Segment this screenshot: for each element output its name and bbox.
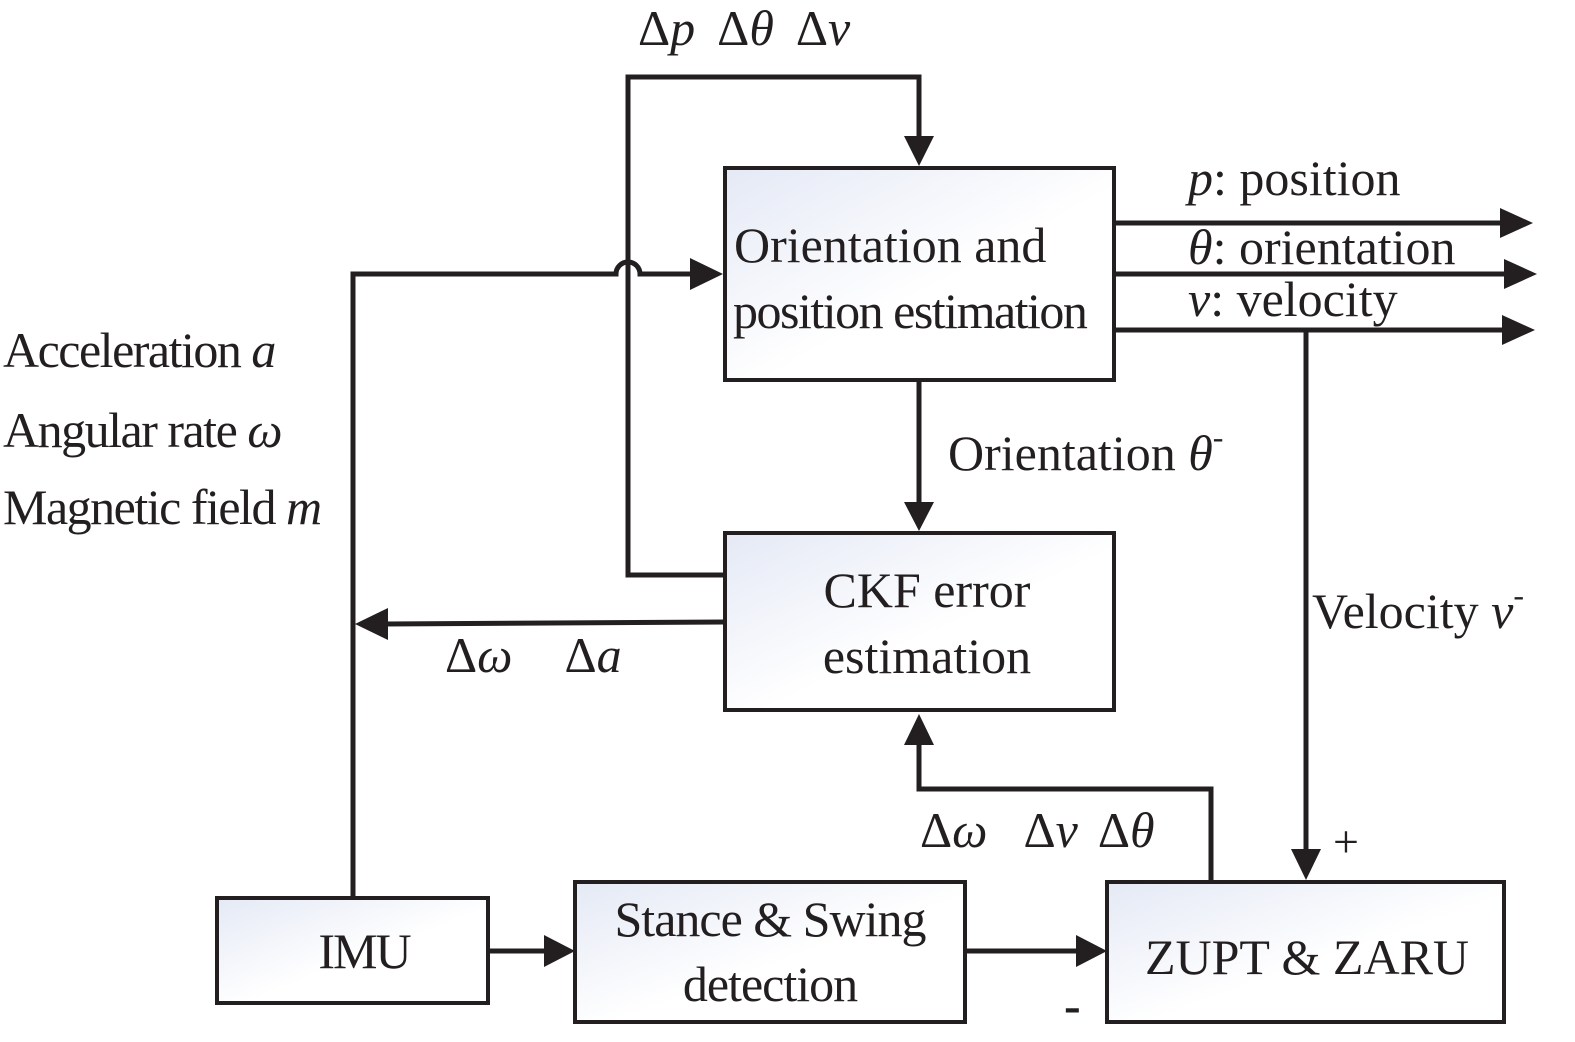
arrowhead-up-ckf [904,714,934,745]
arrowhead-right-velocity [1502,315,1535,345]
stance-swing-block: Stance & Swing detection [573,880,967,1024]
input-acceleration: Acceleration a [3,322,275,378]
arrowhead-right-position [1500,208,1533,238]
arrowhead-right-orientation-input [690,258,723,290]
output-orientation-label: θ: orientation [1188,219,1456,275]
imu-block: IMU [215,896,490,1005]
arrowhead-down-zupt [1291,849,1321,880]
zupt-to-ckf-feedback-line [916,742,1214,882]
ckf-label-1: CKF error [824,562,1031,618]
zupt-zaru-block: ZUPT & ZARU [1105,880,1506,1024]
zupt-zaru-label: ZUPT & ZARU [1145,929,1469,985]
ckf-error-block: CKF error estimation [723,531,1116,712]
arrowhead-down-ckf [904,502,934,531]
orientation-position-label-1: Orientation and [734,217,1046,273]
stance-swing-label-2: detection [683,956,858,1012]
output-velocity-label: v: velocity [1188,271,1398,327]
arrowhead-right-stance [544,935,575,967]
imu-label: IMU [318,923,411,979]
orientation-minus-label: Orientation θ- [948,419,1223,481]
orientation-position-label-2: position estimation [733,283,1088,339]
minus-sign: - [1064,977,1081,1033]
ckf-label-2: estimation [823,628,1031,684]
velocity-minus-label: Velocity v- [1312,577,1524,639]
input-angular-rate: Angular rate ω [3,402,281,458]
ckf-to-orientation-feedback-line [625,74,922,578]
plus-sign: + [1333,816,1359,867]
imu-to-orientation-line [350,259,694,898]
arrowhead-down-orientation-top [904,136,934,166]
arrowhead-left-imu-correction [355,608,388,640]
orientation-position-block: Orientation and position estimation [723,166,1116,382]
ckf-to-imu-correction-line [384,619,726,627]
arrowhead-right-zupt [1076,935,1107,967]
input-magnetic-field: Magnetic field m [3,479,321,535]
output-position-label: p: position [1185,150,1401,206]
stance-swing-label-1: Stance & Swing [615,891,927,947]
arrowhead-right-orientation [1504,259,1537,289]
